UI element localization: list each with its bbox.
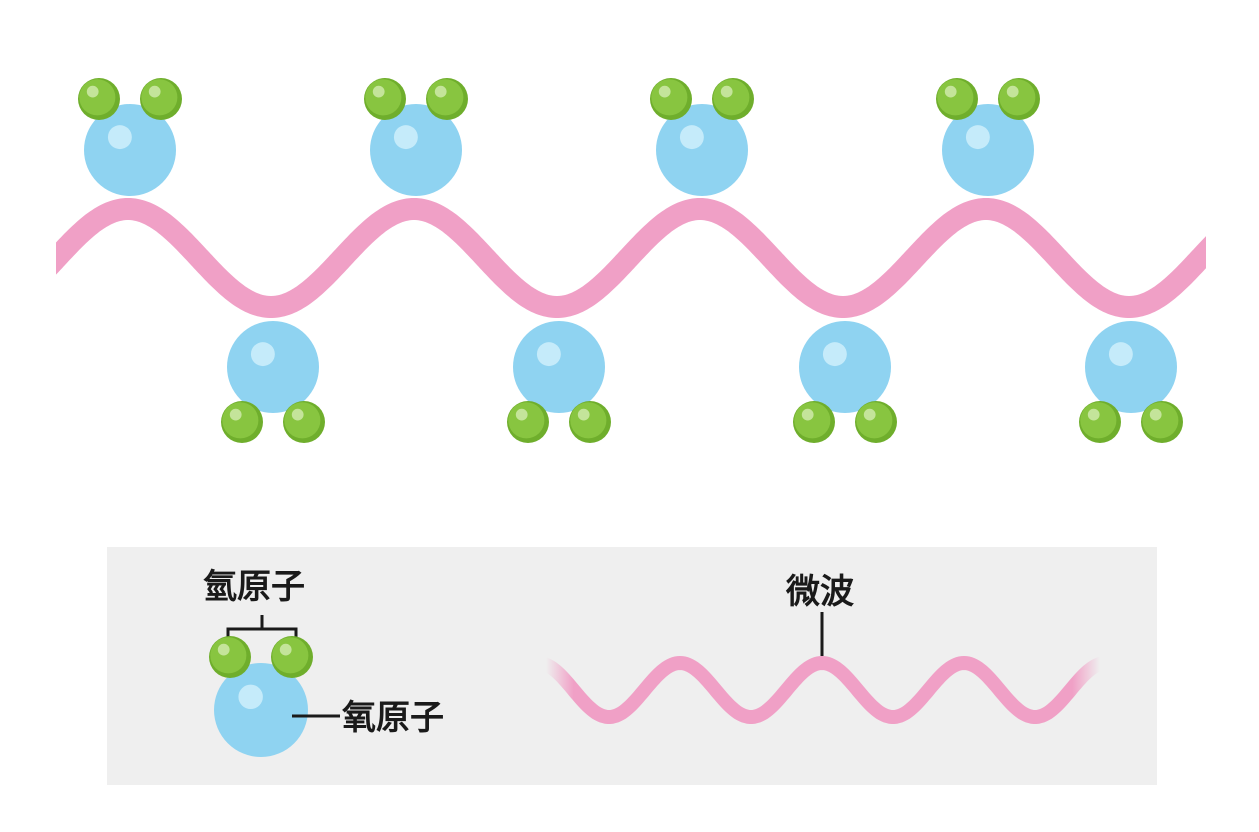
oxygen-atom — [942, 104, 1034, 196]
hydrogen-highlight — [86, 85, 99, 98]
oxygen-highlight — [536, 342, 561, 367]
water-molecule — [793, 321, 897, 443]
oxygen-atom — [1085, 321, 1177, 413]
hydrogen-highlight — [1087, 408, 1100, 421]
oxygen-atom-label: 氧原子 — [342, 698, 444, 738]
hydrogen-atom-body — [570, 402, 607, 439]
oxygen-highlight — [822, 342, 847, 367]
hydrogen-atom-body — [713, 79, 750, 116]
water-molecule — [1079, 321, 1183, 443]
oxygen-highlight — [393, 125, 418, 150]
hydrogen-atom-body — [651, 79, 688, 116]
microwave-label: 微波 — [785, 572, 854, 612]
hydrogen-atom-body — [937, 79, 974, 116]
water-molecule — [650, 78, 754, 196]
hydrogen-atom-body — [999, 79, 1036, 116]
oxygen-highlight — [107, 125, 132, 150]
oxygen-atom — [370, 104, 462, 196]
hydrogen-highlight — [577, 408, 590, 421]
hydrogen-atom-body — [365, 79, 402, 116]
hydrogen-atom-body — [1080, 402, 1117, 439]
water-molecule — [936, 78, 1040, 196]
hydrogen-atom-body — [284, 402, 321, 439]
hydrogen-atom-body — [794, 402, 831, 439]
water-molecules-group — [78, 78, 1183, 443]
hydrogen-highlight — [1149, 408, 1162, 421]
hydrogen-atom-body — [210, 637, 247, 674]
hydrogen-highlight — [658, 85, 671, 98]
hydrogen-atom-body — [79, 79, 116, 116]
hydrogen-highlight — [434, 85, 447, 98]
hydrogen-highlight — [148, 85, 161, 98]
oxygen-atom — [799, 321, 891, 413]
water-molecule — [507, 321, 611, 443]
water-molecule — [364, 78, 468, 196]
water-molecule — [221, 321, 325, 443]
water-molecule — [78, 78, 182, 196]
hydrogen-highlight — [279, 643, 292, 656]
microwave-wave-legend — [539, 655, 1107, 724]
hydrogen-atom-body — [141, 79, 178, 116]
oxygen-highlight — [238, 684, 263, 710]
oxygen-highlight — [250, 342, 275, 367]
microwave-wave-main — [56, 198, 1206, 318]
oxygen-highlight — [679, 125, 704, 150]
oxygen-atom — [214, 663, 308, 757]
water-molecule — [209, 636, 313, 757]
oxygen-atom — [656, 104, 748, 196]
oxygen-atom — [513, 321, 605, 413]
legend-water-molecule — [209, 636, 313, 757]
oxygen-atom — [227, 321, 319, 413]
hydrogen-highlight — [291, 408, 304, 421]
hydrogen-atom-body — [856, 402, 893, 439]
hydrogen-highlight — [801, 408, 814, 421]
hydrogen-highlight — [1006, 85, 1019, 98]
hydrogen-highlight — [372, 85, 385, 98]
oxygen-atom — [84, 104, 176, 196]
hydrogen-highlight — [229, 408, 242, 421]
hydrogen-atom-label: 氫原子 — [203, 567, 305, 607]
hydrogen-atom-body — [272, 637, 309, 674]
hydrogen-highlight — [720, 85, 733, 98]
oxygen-highlight — [1108, 342, 1133, 367]
hydrogen-highlight — [944, 85, 957, 98]
hydrogen-highlight — [515, 408, 528, 421]
oxygen-highlight — [965, 125, 990, 150]
hydrogen-highlight — [217, 643, 230, 656]
hydrogen-atom-body — [427, 79, 464, 116]
hydrogen-atom-body — [1142, 402, 1179, 439]
hydrogen-atom-body — [508, 402, 545, 439]
hydrogen-atom-body — [222, 402, 259, 439]
hydrogen-highlight — [863, 408, 876, 421]
